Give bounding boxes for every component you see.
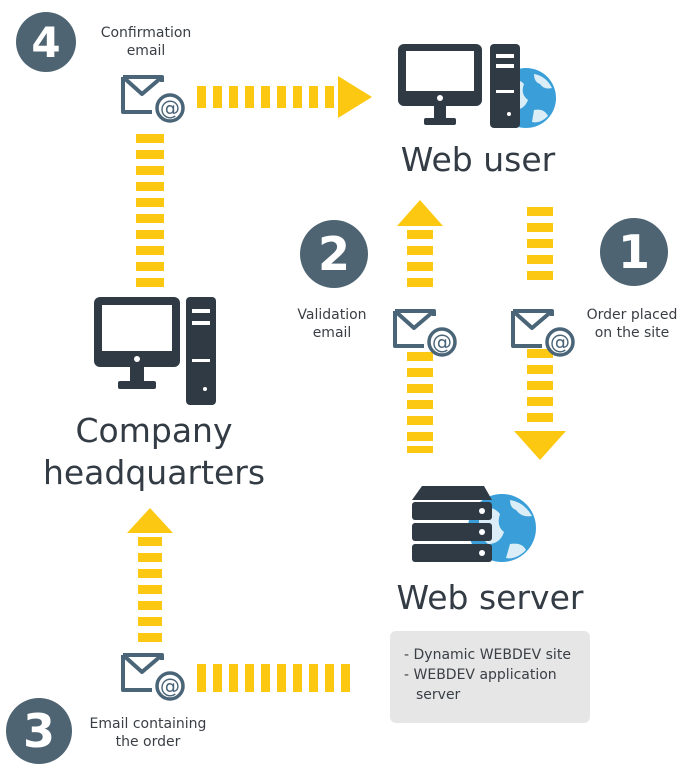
label-line: headquarters [42,453,266,492]
caption-line: Validation [297,307,367,323]
step-number: 1 [617,225,650,279]
email-icon: @ [121,653,185,701]
caption-line: on the site [594,325,670,341]
email-icon: @ [511,309,575,357]
server-notes-box: - Dynamic WEBDEV site - WEBDEV applicati… [390,631,590,723]
caption-step-2: Validation email [282,306,382,342]
web-server-icon [412,486,536,562]
caption-step-4: Confirmation email [82,24,210,60]
note-line: - Dynamic WEBDEV site [404,647,571,663]
web-server-label: Web server [396,578,584,617]
line-company-to-confirmation [136,134,164,287]
web-user-computer-icon [398,44,556,128]
arrow-validation-to-user [397,200,443,453]
arrow-order-to-company [127,508,173,642]
caption-line: the order [115,734,181,750]
step-badge-2: 2 [300,220,368,288]
caption-step-1: Order placed on the site [576,306,688,342]
caption-step-3: Email containing the order [74,715,222,751]
note-line: - WEBDEV application [404,667,557,683]
caption-line: Order placed [586,307,678,323]
web-user-label: Web user [400,140,556,179]
svg-text:@: @ [160,96,180,120]
tower-icon [490,44,520,128]
line-server-to-order-email [197,664,350,692]
svg-text:@: @ [550,330,570,354]
tower-icon [186,297,216,405]
step-badge-4: 4 [16,12,76,72]
step-number: 4 [31,17,61,67]
email-icon: @ [393,309,457,357]
step-number: 2 [317,227,350,281]
label-line: Company [75,411,233,450]
arrow-confirmation-to-user [197,76,372,118]
svg-text:@: @ [160,674,180,698]
email-icon: @ [121,75,185,123]
caption-line: email [126,43,166,59]
note-line: server [416,687,461,703]
caption-line: Confirmation [100,25,192,41]
svg-text:@: @ [432,330,452,354]
caption-line: Email containing [89,716,207,732]
monitor-icon [398,44,482,125]
arrow-order-to-server [514,207,566,460]
step-badge-3: 3 [6,698,72,764]
company-computer-icon [94,297,216,405]
server-rack-icon [412,486,492,562]
step-number: 3 [22,704,55,758]
monitor-icon [94,297,180,389]
caption-line: email [312,325,352,341]
step-badge-1: 1 [600,218,668,286]
company-headquarters-label: Company headquarters [30,410,278,494]
